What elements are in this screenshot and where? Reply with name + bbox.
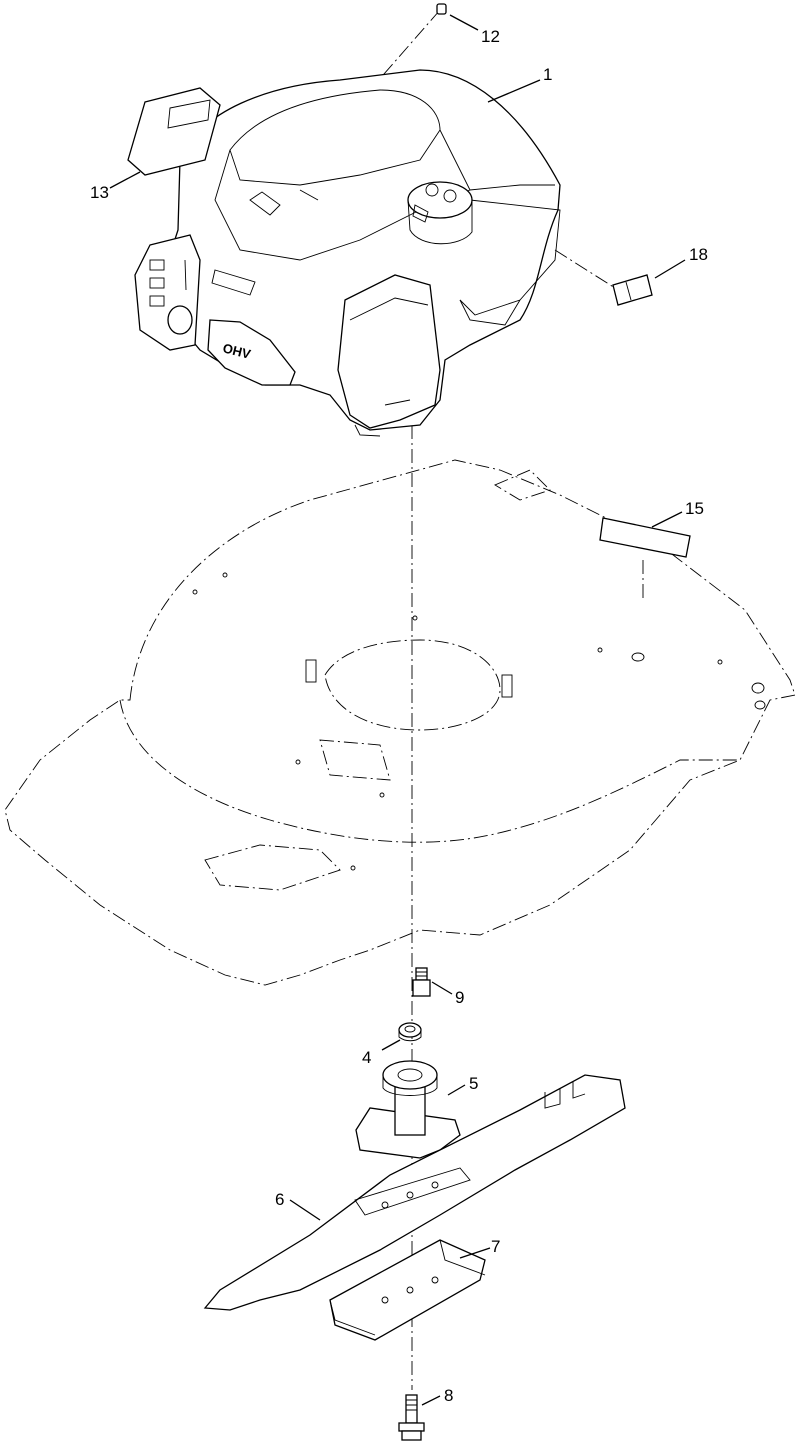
callout-1: 1 [543,65,552,84]
callout-labels: 12 1 13 18 15 9 4 5 6 7 8 [90,27,708,1405]
engine-assembly: OHV [134,69,561,437]
decal-18 [612,274,653,306]
stiffener-7 [329,1239,486,1341]
callout-9: 9 [455,988,464,1007]
fastener-12 [436,3,447,15]
callout-7: 7 [491,1237,500,1256]
callout-4: 4 [362,1048,371,1067]
callout-12: 12 [481,27,500,46]
blade-6 [203,1074,626,1311]
blade-bolt-8 [398,1394,425,1441]
bolt-9 [412,967,431,997]
decal-13 [127,87,221,176]
leader-lines [109,14,686,1406]
decal-15 [599,517,691,558]
callout-5: 5 [469,1074,478,1093]
blade-adapter-5 [355,1060,461,1159]
callout-13: 13 [90,183,109,202]
ohv-badge-text: OHV [221,340,252,361]
bushing-4 [398,1022,422,1042]
mower-deck [4,459,796,986]
callout-8: 8 [444,1386,453,1405]
callout-18: 18 [689,245,708,264]
callout-15: 15 [685,499,704,518]
callout-6: 6 [275,1190,284,1209]
